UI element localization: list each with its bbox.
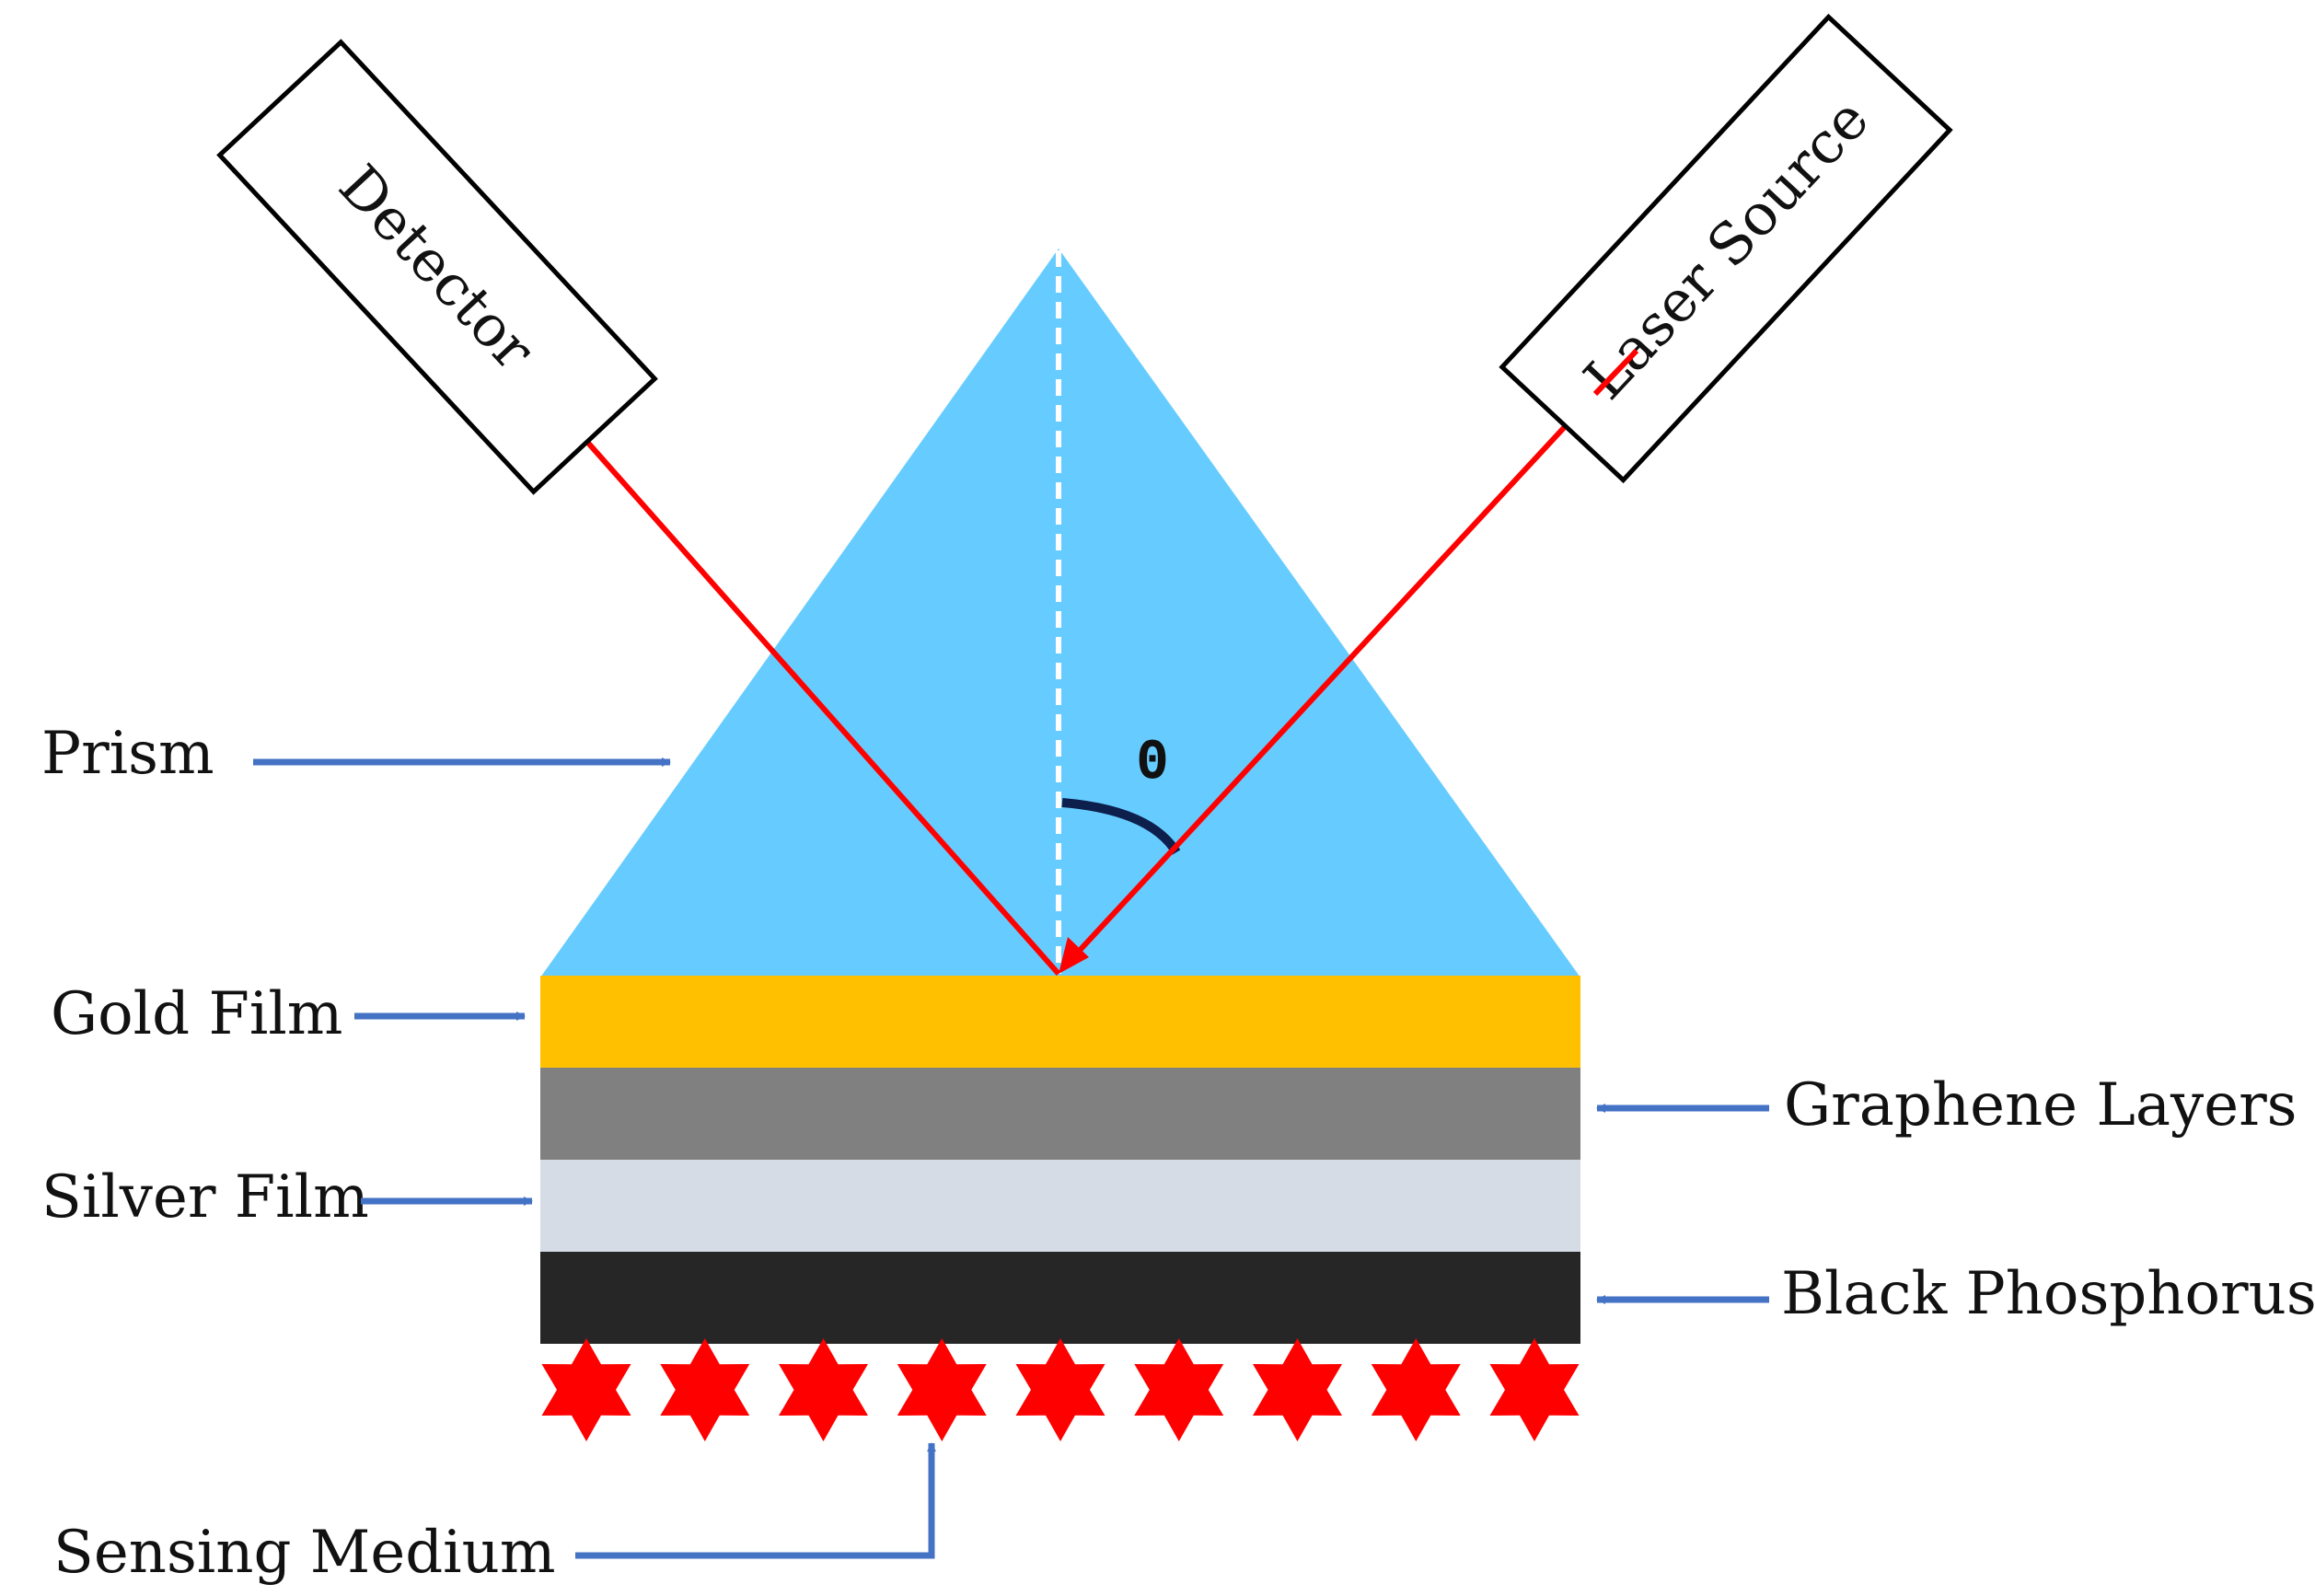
silver-film-layer (540, 1160, 1580, 1252)
laser-source-box: Laser Source (1499, 13, 1953, 484)
sensing-medium-stars (541, 1338, 1580, 1441)
black-phosphorus-label: Black Phosphorus (1781, 1260, 2315, 1328)
reflected-beam (570, 423, 1061, 976)
detector-box: Detector (216, 39, 658, 495)
sensing-medium-star (1489, 1338, 1580, 1441)
silver-film-label: Silver Film (41, 1163, 369, 1232)
sensing-medium-label: Sensing Medium (53, 1519, 556, 1587)
gold-film-label: Gold Film (51, 980, 342, 1048)
incidence-angle-arc (1061, 798, 1181, 855)
laser-emission-stub (1592, 348, 1639, 397)
sensing-medium-pointer-arrow (575, 1442, 936, 1559)
graphene-layers-layer (540, 1068, 1580, 1160)
incident-beam-arrowhead (1059, 937, 1089, 974)
graphene-layers-label: Graphene Layers (1784, 1071, 2298, 1139)
incident-beam (1071, 391, 1598, 960)
theta-symbol: Θ (1137, 731, 1168, 791)
sensing-medium-star (660, 1338, 750, 1441)
sensing-medium-star (1253, 1338, 1342, 1441)
gold-film-layer (540, 976, 1580, 1068)
prism-label: Prism (41, 720, 214, 788)
black-phosphorus-layer (540, 1252, 1580, 1344)
sensing-medium-star (779, 1338, 868, 1441)
sensing-medium-star (1371, 1338, 1461, 1441)
sensing-medium-star (1015, 1338, 1105, 1441)
sensing-medium-star (897, 1338, 987, 1441)
sensing-medium-star (1134, 1338, 1224, 1441)
sensing-medium-star (541, 1338, 631, 1441)
